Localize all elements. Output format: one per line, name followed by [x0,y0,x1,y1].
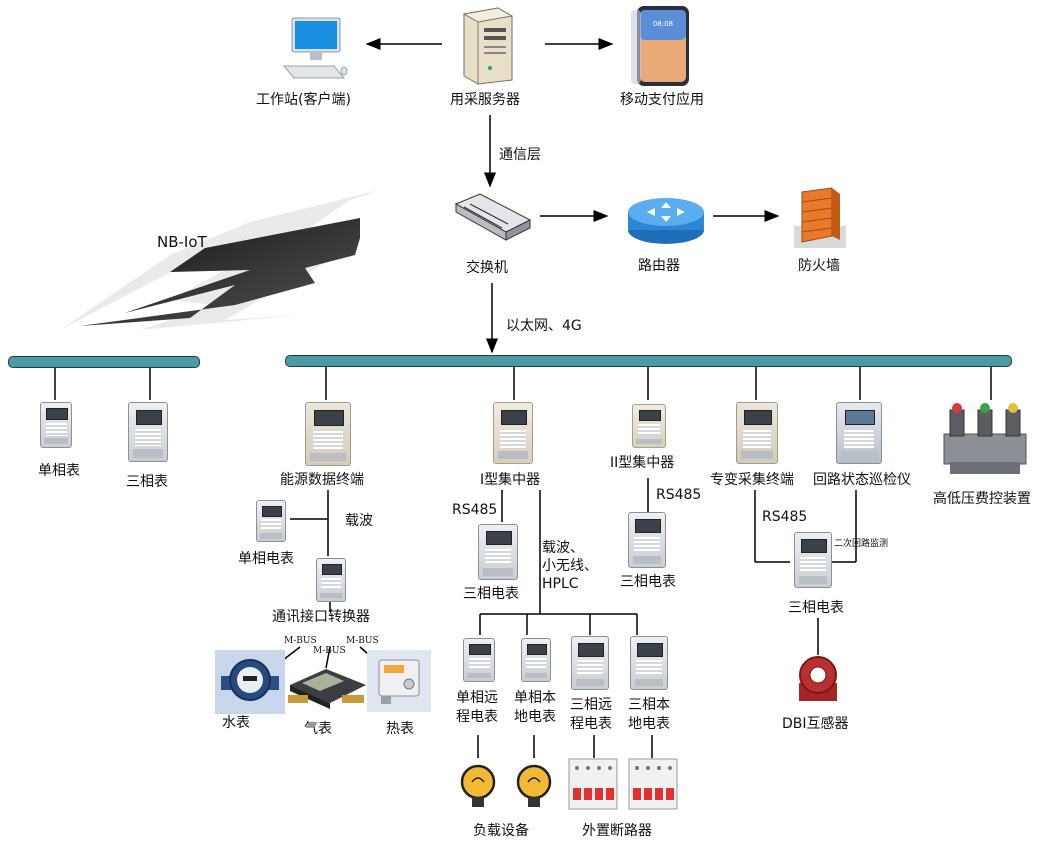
light-bulb-icon [516,764,552,807]
mbus-label: M-BUS [284,636,317,646]
lightning-bolt-icon [60,190,380,330]
energy-terminal-icon [305,402,351,466]
loop-inspector-label: 回路状态巡检仪 [813,472,911,488]
single-phase-remote-meter-icon [463,638,495,682]
three-phase-meter-icon [794,532,832,588]
nbiot-label: NB-IoT [157,233,207,251]
left-bus [8,356,200,368]
mbus-label: M-BUS [313,646,346,656]
energy-terminal-label: 能源数据终端 [280,472,364,488]
water-meter-label: 水表 [222,715,250,731]
rs485-label: RS485 [656,487,702,503]
meter-label: 程电表 [456,709,498,725]
router-label: 路由器 [638,258,680,274]
mbus-label: M-BUS [346,636,379,646]
carrier-label: 载波 [345,513,373,529]
loop-inspector-icon [836,402,882,464]
channels-label: 载波、 [542,540,584,556]
meter-label: 三相远 [570,697,612,713]
concentrator-ii-icon [632,404,666,448]
concentrator-i-icon [493,402,533,464]
three-phase-meter-icon [478,524,518,580]
rs485-label: RS485 [452,502,498,518]
three-phase-meter-icon [128,402,168,462]
meter-label: 三相本 [628,697,670,713]
water-meter-icon [215,650,285,714]
three-electric-meter-label: 三相电表 [463,586,519,602]
converter-label: 通讯接口转换器 [272,609,370,625]
workstation-label: 工作站(客户端) [256,92,351,108]
concentrator-ii-label: II型集中器 [610,455,675,471]
three-electric-meter-label: 三相电表 [788,600,844,616]
single-phase-local-meter-icon [521,638,551,682]
main-bus [285,355,1012,367]
rs485-label: RS485 [762,509,808,525]
switch-label: 交换机 [466,260,508,276]
comm-layer-label: 通信层 [499,147,541,163]
load-device-label: 负载设备 [473,823,529,839]
svg-text:08:08: 08:08 [653,20,673,28]
dbi-transformer-icon [799,656,837,701]
three-phase-meter-icon [628,512,666,568]
channels-label: 小无线、 [542,558,598,574]
server-icon [462,7,514,85]
special-terminal-label: 专变采集终端 [710,472,794,488]
hv-control-device-icon [943,403,1027,474]
breaker-label: 外置断路器 [582,823,652,839]
meter-label: 地电表 [628,716,670,732]
single-phase-meter-icon [40,402,72,448]
router-icon [628,198,704,244]
dbi-transformer-label: DBI互感器 [782,716,849,732]
secondary-loop-label: 二次回路监测 [834,539,889,549]
three-electric-meter-label: 三相电表 [620,574,676,590]
heat-meter-icon [367,650,431,712]
three-meter-label: 三相表 [126,474,168,490]
server-label: 用采服务器 [450,92,520,108]
gas-meter-icon [288,669,366,709]
meter-label: 地电表 [514,709,556,725]
three-phase-local-meter-icon [630,636,668,690]
light-bulb-icon [460,764,496,807]
single-meter-label: 单相表 [38,463,80,479]
mobile-payment-label: 移动支付应用 [620,92,704,108]
meter-label: 程电表 [570,716,612,732]
single-electric-meter-label: 单相电表 [238,551,294,567]
hv-control-label: 高低压费控装置 [933,491,1031,507]
ethernet-label: 以太网、4G [506,318,582,334]
converter-icon [316,558,346,602]
channels-label: HPLC [542,576,579,592]
special-terminal-icon [736,402,778,464]
three-phase-remote-meter-icon [571,636,609,690]
circuit-breaker-icon [628,758,678,810]
mobile-phone-icon: 08:08 [631,6,689,86]
meter-label: 单相远 [456,690,498,706]
meter-label: 单相本 [514,690,556,706]
switch-icon [454,193,532,241]
concentrator-i-label: I型集中器 [480,472,541,488]
workstation-icon [282,17,348,79]
gas-meter-label: 气表 [304,721,332,737]
circuit-breaker-icon [568,758,618,810]
firewall-icon [794,187,846,248]
heat-meter-label: 热表 [386,721,414,737]
firewall-label: 防火墙 [798,258,840,274]
single-phase-meter-icon [256,500,286,542]
